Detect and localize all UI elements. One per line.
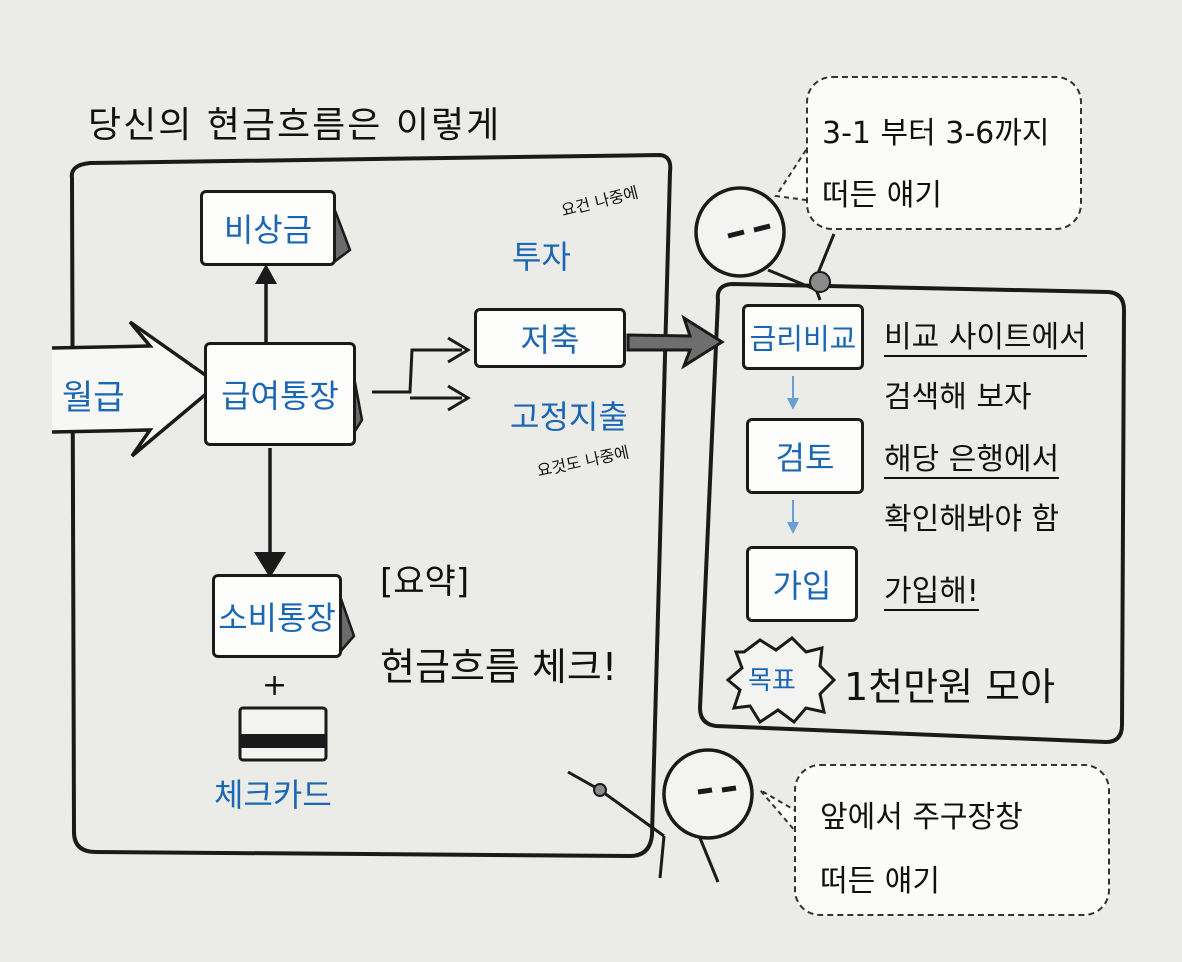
- savings-arrow: [626, 314, 725, 370]
- right-panel-frame: [697, 281, 1127, 745]
- step-desc-line1: 비교 사이트에서: [884, 312, 1087, 357]
- summary-label: [요약]: [380, 562, 470, 602]
- step-desc-line1: 가입해!: [884, 566, 979, 611]
- step-desc-text: 비교 사이트에서: [884, 320, 1087, 357]
- emergency-label: 비상금: [223, 211, 313, 249]
- down-arrowhead: [254, 552, 286, 578]
- step-label: 검토: [775, 439, 835, 477]
- step-review-box: 검토: [746, 418, 864, 494]
- speech-bubble-bottom: 앞에서 주구장창 떠든 얘기: [794, 764, 1110, 916]
- step-desc-line1: 해당 은행에서: [884, 434, 1060, 479]
- step-desc-line2: 확인해봐야 함: [884, 502, 1060, 537]
- step-desc-text: 가입해!: [884, 574, 979, 611]
- up-arrowhead: [255, 264, 277, 284]
- spending-box: 소비통장: [212, 574, 342, 658]
- step-rate-compare-box: 금리비교: [742, 304, 864, 370]
- step-desc-line2: 검색해 보자: [884, 380, 1032, 415]
- fixed-expense-label: 고정지출: [510, 398, 628, 436]
- speech-bubble-top: 3-1 부터 3-6까지 떠든 얘기: [806, 76, 1082, 230]
- page-title: 당신의 현금흐름은 이렇게: [88, 105, 502, 146]
- salary-label: 월급: [62, 378, 125, 418]
- step-desc-text: 해당 은행에서: [884, 442, 1060, 479]
- bubble-bottom-line2: 떠든 얘기: [820, 864, 940, 899]
- goal-text: 1천만원 모아: [844, 665, 1056, 709]
- payroll-label: 급여통장: [221, 377, 339, 415]
- bubble-bottom-line1: 앞에서 주구장창: [820, 800, 1023, 835]
- step-label: 가입: [772, 567, 832, 605]
- savings-label: 저축: [520, 321, 580, 359]
- stick-figure-top: [694, 186, 836, 301]
- savings-box: 저축: [474, 308, 626, 368]
- plus-sign: +: [262, 668, 288, 703]
- stick-figure-bottom: [567, 748, 754, 883]
- step-join-box: 가입: [746, 546, 858, 622]
- payroll-box: 급여통장: [204, 342, 356, 446]
- bubble-top-line1: 3-1 부터 3-6까지: [822, 116, 1050, 151]
- investment-label: 투자: [512, 238, 571, 276]
- spending-label: 소비통장: [218, 599, 336, 637]
- step-label: 금리비교: [749, 322, 857, 356]
- bubble-top-line2: 떠든 얘기: [822, 178, 942, 213]
- left-panel-frame: [69, 152, 673, 859]
- emergency-box: 비상금: [200, 190, 336, 266]
- goal-badge-label: 목표: [748, 666, 796, 696]
- goal-badge-burst: [725, 636, 837, 725]
- check-card-label: 체크카드: [214, 776, 332, 814]
- summary-text: 현금흐름 체크!: [380, 645, 618, 689]
